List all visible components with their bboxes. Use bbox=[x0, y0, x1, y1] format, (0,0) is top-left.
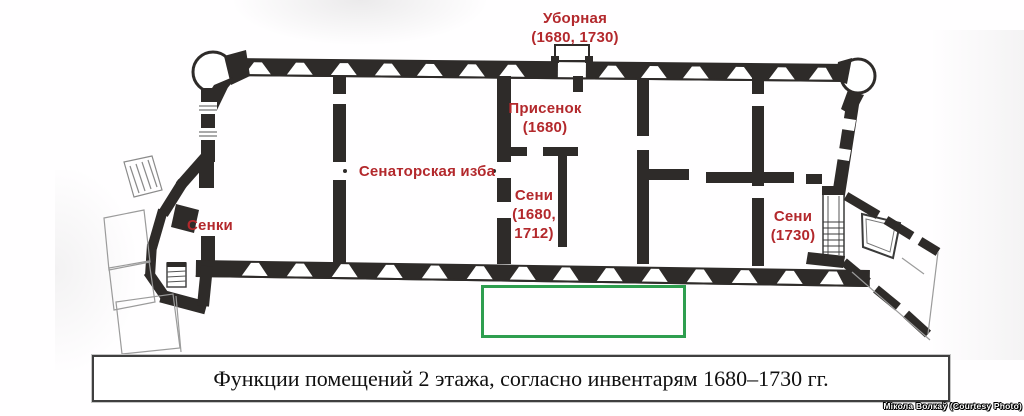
southwest-outlines bbox=[103, 209, 182, 355]
room-name: Присенок bbox=[508, 100, 582, 117]
room-label-senki: Сенки bbox=[187, 216, 233, 235]
room-label-prisenok: Присенок (1680) bbox=[508, 99, 581, 137]
left-wall bbox=[199, 88, 217, 266]
room-dates: (1680) bbox=[522, 119, 568, 136]
tower-top-left bbox=[191, 50, 250, 110]
room-dates: (1730) bbox=[770, 227, 816, 244]
room-dates: (1680, bbox=[512, 206, 556, 223]
room-label-seni-right: Сени (1730) bbox=[771, 207, 816, 245]
bottom-wall bbox=[195, 260, 870, 287]
top-wall bbox=[227, 58, 852, 82]
room-label-seni-center: Сени (1680, 1712) bbox=[512, 186, 556, 243]
northwest-staircase bbox=[123, 155, 163, 198]
room-label-senatorskaya: Сенаторская изба bbox=[359, 162, 495, 181]
east-annex bbox=[806, 186, 941, 341]
photo-credit: Мікола Волкаў (Courtesy Photo) bbox=[883, 401, 1022, 411]
latrine-projection bbox=[551, 44, 593, 63]
room-name: Уборная bbox=[542, 10, 608, 27]
room-name: Сенки bbox=[187, 217, 233, 234]
room-dates: 1712) bbox=[514, 225, 554, 242]
annex-shaft bbox=[166, 262, 187, 288]
caption-box: Функции помещений 2 этажа, согласно инве… bbox=[92, 355, 950, 402]
room-name: Сени bbox=[773, 208, 813, 225]
interior-walls bbox=[333, 76, 822, 266]
highlight-box bbox=[481, 285, 686, 338]
room-dates: (1680, 1730) bbox=[531, 29, 619, 46]
right-wall bbox=[830, 92, 861, 208]
room-label-ubornaya: Уборная (1680, 1730) bbox=[531, 9, 618, 47]
room-name: Сени bbox=[514, 187, 554, 204]
caption-text: Функции помещений 2 этажа, согласно инве… bbox=[213, 365, 829, 391]
room-name: Сенаторская изба bbox=[358, 163, 496, 180]
